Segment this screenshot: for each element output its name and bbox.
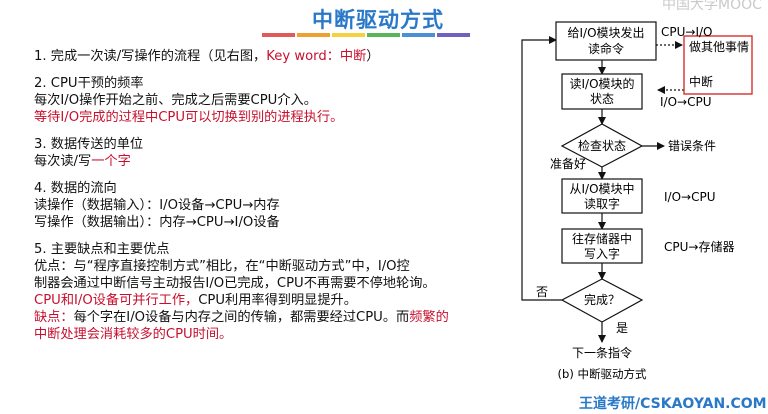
- point-3-line: 每次读/写一个字: [34, 153, 514, 170]
- stripe-2: [297, 33, 330, 37]
- box-issue-read-line1: 给I/O模块发出: [567, 25, 644, 40]
- point-1-keyword: Key word：中断: [266, 49, 367, 64]
- point-5-adv-1: 优点：与“程序直接控制方式”相比，在“中断驱动方式”中，I/O控: [34, 259, 410, 274]
- stripe-3: [332, 33, 365, 37]
- mooc-watermark: 中国大学MOOC: [662, 0, 762, 13]
- point-4: 4. 数据的流向 读操作（数据输入）：I/O设备→CPU→内存 写操作（数据输出…: [34, 180, 514, 231]
- box-read-status-line2: 状态: [590, 92, 614, 106]
- label-ready: 准备好: [550, 157, 586, 171]
- site-watermark: 王道考研/CSKAOYAN.COM: [579, 396, 767, 412]
- label-no: 否: [536, 285, 548, 299]
- box-read-status: [561, 73, 643, 110]
- flowchart-caption: (b) 中断驱动方式: [558, 367, 647, 381]
- point-4-write: 写操作（数据输出）：内存→CPU→I/O设备: [34, 215, 280, 230]
- point-1-text: 1. 完成一次读/写操作的流程（见右图，: [34, 49, 267, 64]
- stripe-5: [402, 33, 435, 37]
- point-5-dis-1: 缺点：每个字在I/O设备与内存之间的传输，都需要经过CPU。而频繁的: [34, 309, 514, 326]
- label-next-instruction: 下一条指令: [572, 345, 632, 360]
- point-5-dis-red: 频繁的: [409, 310, 449, 325]
- point-5-adv-2: 制器会通过中断信号主动报告I/O已完成，CPU不再需要不停地轮询。: [34, 276, 436, 291]
- point-5-adv-3: CPU和I/O设备可并行工作，CPU利用率得到明显提升。: [34, 292, 514, 309]
- point-2-line-1: 每次I/O操作开始之前、完成之后需要CPU介入。: [34, 93, 317, 108]
- diamond-check-status-label: 检查状态: [578, 138, 626, 153]
- label-cpu-memory: CPU→存储器: [664, 239, 734, 254]
- point-1-close: ）: [366, 49, 380, 64]
- diamond-done-label: 完成？: [584, 292, 620, 307]
- point-2-heading: 2. CPU干预的频率: [34, 76, 144, 91]
- label-io-cpu: I/O→CPU: [660, 95, 711, 109]
- point-5-heading: 5. 主要缺点和主要优点: [34, 242, 170, 257]
- diamond-done: [560, 278, 644, 323]
- label-cpu-io: CPU→I/O: [661, 25, 712, 39]
- label-io-cpu-2: I/O→CPU: [664, 190, 715, 204]
- point-5-dis-label: 缺点：: [34, 310, 74, 325]
- point-5: 5. 主要缺点和主要优点 优点：与“程序直接控制方式”相比，在“中断驱动方式”中…: [34, 241, 514, 343]
- point-5-adv-3b: CPU利用率得到明显提升。: [198, 293, 357, 308]
- stripe-6: [437, 33, 470, 37]
- highlight-box: [683, 35, 753, 95]
- stripe-1: [262, 33, 295, 37]
- title-underline-stripes: [262, 33, 470, 37]
- point-2-line-2: 等待I/O完成的过程中CPU可以切换到别的进程执行。: [34, 110, 344, 125]
- box-read-word-line1: 从I/O模块中: [569, 181, 634, 196]
- slide-title: 中断驱动方式: [312, 8, 444, 32]
- point-3-line-b: 一个字: [91, 154, 131, 169]
- box-write-memory-line1: 往存储器中: [572, 231, 632, 246]
- box-write-memory: [561, 228, 643, 264]
- box-write-memory-line2: 写入字: [584, 246, 620, 261]
- point-4-read: 读操作（数据输入）：I/O设备→CPU→内存: [34, 198, 280, 213]
- label-interrupt: 中断: [689, 74, 713, 89]
- box-issue-read: [555, 21, 657, 61]
- point-3-heading: 3. 数据传送的单位: [34, 137, 144, 152]
- stripe-4: [367, 33, 400, 37]
- box-read-status-line1: 读I/O模块的: [569, 76, 634, 91]
- diamond-check-status: [560, 123, 644, 168]
- loop-back-arrow: [521, 36, 562, 301]
- point-2: 2. CPU干预的频率 每次I/O操作开始之前、完成之后需要CPU介入。 等待I…: [34, 75, 514, 126]
- box-read-word-line2: 读取字: [584, 196, 620, 211]
- point-5-dis-text: 每个字在I/O设备与内存之间的传输，都需要经过CPU。而: [73, 310, 410, 325]
- point-5-adv-3a: CPU和I/O设备可并行工作，: [34, 293, 199, 308]
- point-5-dis-2: 中断处理会消耗较多的CPU时间。: [34, 327, 233, 342]
- box-issue-read-line2: 读命令: [588, 41, 624, 56]
- point-1: 1. 完成一次读/写操作的流程（见右图，Key word：中断）: [34, 48, 514, 65]
- point-3-line-a: 每次读/写: [34, 154, 92, 169]
- label-do-other: 做其他事情: [689, 39, 749, 54]
- box-read-word: [561, 178, 643, 214]
- point-4-heading: 4. 数据的流向: [34, 181, 117, 196]
- point-3: 3. 数据传送的单位 每次读/写一个字: [34, 136, 514, 170]
- key-points: 1. 完成一次读/写操作的流程（见右图，Key word：中断） 2. CPU干…: [34, 48, 514, 353]
- label-yes: 是: [616, 321, 628, 335]
- label-error: 错误条件: [668, 139, 716, 153]
